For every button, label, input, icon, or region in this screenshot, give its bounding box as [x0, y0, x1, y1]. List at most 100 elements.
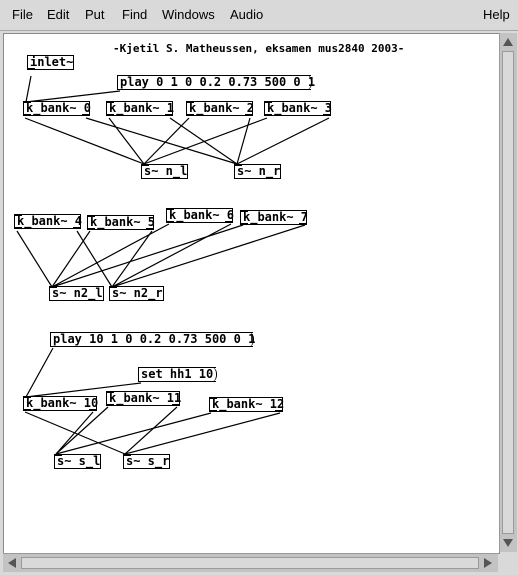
k-bank-6-object[interactable]: k_bank~ 6 [166, 208, 234, 223]
scroll-right-arrow-icon[interactable] [484, 558, 492, 568]
inlet[interactable] [50, 286, 57, 288]
k-bank-3-object[interactable]: k_bank~ 3 [264, 101, 332, 116]
outlet-left[interactable] [210, 410, 217, 412]
k-bank-1-object[interactable]: k_bank~ 1 [106, 101, 175, 116]
object-label: inlet~ [30, 55, 74, 69]
inlet[interactable] [88, 215, 95, 217]
object-label: s~ n_r [237, 164, 281, 178]
inlet[interactable] [210, 397, 217, 399]
patch-comment: -Kjetil S. Matheussen, eksamen mus2840 2… [113, 42, 405, 55]
menu-find[interactable]: Find [122, 7, 148, 22]
message-label: play 0 1 0 0.2 0.73 500 0 1 [120, 75, 316, 89]
set-hh1-message[interactable]: set hh1 10 [138, 367, 217, 382]
menu-help[interactable]: Help [483, 7, 510, 22]
outlet-left[interactable] [88, 228, 95, 230]
outlet-right[interactable] [245, 114, 252, 116]
outlet-left[interactable] [265, 114, 272, 116]
patch-cord [55, 411, 94, 455]
object-label: k_bank~ 12 [212, 397, 285, 411]
patch-cord [124, 412, 281, 455]
send-n2-r-object[interactable]: s~ n2_r [109, 286, 164, 301]
patch-cord [25, 347, 54, 398]
inlet[interactable] [187, 101, 194, 103]
scroll-down-arrow-icon[interactable] [503, 539, 513, 547]
outlet-right[interactable] [146, 228, 153, 230]
inlet[interactable] [110, 286, 117, 288]
outlet-left[interactable] [24, 114, 31, 116]
outlet[interactable] [28, 68, 35, 70]
message-label: set hh1 10 [141, 367, 214, 381]
inlet-object[interactable]: inlet~ [27, 55, 74, 70]
inlet[interactable] [55, 454, 62, 456]
scroll-up-arrow-icon[interactable] [503, 38, 513, 46]
outlet-right[interactable] [89, 409, 96, 411]
send-n-l-object[interactable]: s~ n_l [141, 164, 188, 179]
outlet-left[interactable] [107, 404, 114, 406]
patch-cord [16, 230, 53, 288]
k-bank-5-object[interactable]: k_bank~ 5 [87, 215, 155, 230]
inlet[interactable] [235, 164, 242, 166]
outlet-left[interactable] [187, 114, 194, 116]
vertical-scroll-thumb[interactable] [502, 51, 514, 534]
outlet-right[interactable] [165, 114, 172, 116]
k-bank-0-object[interactable]: k_bank~ 0 [23, 101, 91, 116]
horizontal-scroll-thumb[interactable] [21, 557, 479, 569]
send-s-l-object[interactable]: s~ s_l [54, 454, 101, 469]
k-bank-4-object[interactable]: k_bank~ 4 [14, 214, 83, 229]
scroll-left-arrow-icon[interactable] [8, 558, 16, 568]
patch-cord [55, 406, 109, 455]
k-bank-12-object[interactable]: k_bank~ 12 [209, 397, 285, 412]
patch-cord [51, 224, 244, 288]
inlet[interactable] [167, 208, 174, 210]
k-bank-11-object[interactable]: k_bank~ 11 [106, 391, 182, 406]
inlet[interactable] [24, 396, 31, 398]
patch-cord [111, 224, 306, 288]
play-message-1[interactable]: play 0 1 0 0.2 0.73 500 0 1 [117, 75, 315, 90]
outlet-right[interactable] [73, 227, 80, 229]
patch-cord [236, 117, 330, 165]
outlet-right[interactable] [225, 221, 232, 223]
outlet-right[interactable] [172, 404, 179, 406]
inlet[interactable] [15, 214, 22, 216]
patch-cords [16, 75, 330, 455]
outlet-left[interactable] [24, 409, 31, 411]
inlet[interactable] [124, 454, 131, 456]
object-label: k_bank~ 1 [109, 101, 175, 115]
play-message-2[interactable]: play 10 1 0 0.2 0.73 500 0 1 [50, 332, 255, 347]
menu-windows[interactable]: Windows [162, 7, 215, 22]
inlet[interactable] [24, 101, 31, 103]
outlet-right[interactable] [275, 410, 282, 412]
outlet-left[interactable] [241, 223, 248, 225]
patch-cord [55, 412, 212, 455]
object-label: s~ n2_r [112, 286, 163, 300]
k-bank-2-object[interactable]: k_bank~ 2 [186, 101, 254, 116]
horizontal-scrollbar[interactable] [3, 553, 498, 572]
inlet[interactable] [142, 164, 149, 166]
outlet-right[interactable] [299, 223, 306, 225]
object-label: k_bank~ 11 [109, 391, 182, 405]
send-n-r-object[interactable]: s~ n_r [234, 164, 281, 179]
menu-audio[interactable]: Audio [230, 7, 264, 22]
inlet[interactable] [107, 391, 114, 393]
outlet-left[interactable] [107, 114, 114, 116]
send-s-r-object[interactable]: s~ s_r [123, 454, 170, 469]
patch-canvas[interactable]: -Kjetil S. Matheussen, eksamen mus2840 2… [3, 33, 500, 554]
patch-cord [25, 75, 32, 103]
inlet[interactable] [265, 101, 272, 103]
menu-put[interactable]: Put [85, 7, 105, 22]
outlet-left[interactable] [15, 227, 22, 229]
k-bank-10-object[interactable]: k_bank~ 10 [23, 396, 98, 411]
menu-edit[interactable]: Edit [47, 7, 70, 22]
patch-cord [51, 223, 170, 288]
outlet-right[interactable] [323, 114, 330, 116]
inlet[interactable] [107, 101, 114, 103]
inlet[interactable] [241, 210, 248, 212]
patch-cord [143, 117, 190, 165]
outlet-right[interactable] [82, 114, 89, 116]
menu-file[interactable]: File [12, 7, 33, 22]
k-bank-7-object[interactable]: k_bank~ 7 [240, 210, 308, 225]
send-n2-l-object[interactable]: s~ n2_l [49, 286, 104, 301]
object-label: k_bank~ 4 [17, 214, 83, 228]
outlet-left[interactable] [167, 221, 174, 223]
vertical-scrollbar[interactable] [499, 33, 517, 552]
